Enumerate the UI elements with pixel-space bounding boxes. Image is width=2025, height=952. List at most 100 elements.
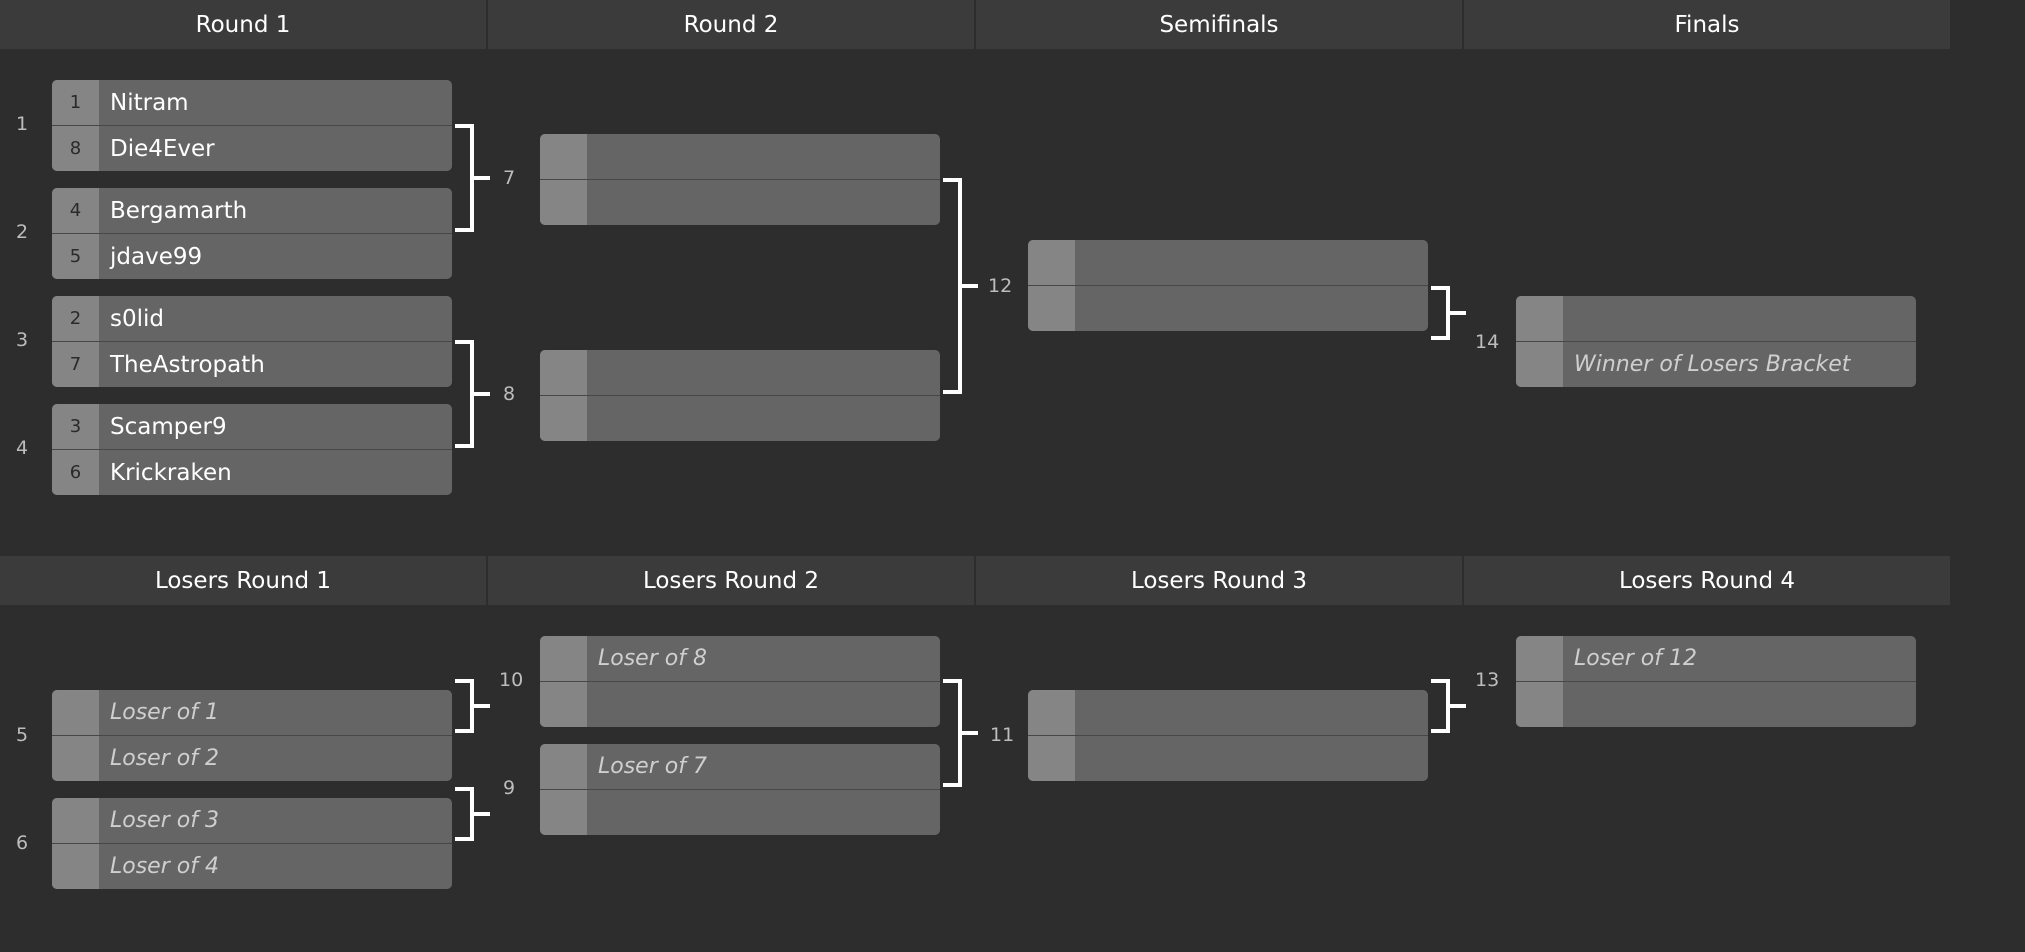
match-number: 12 (988, 275, 1013, 297)
slot-divider (52, 233, 452, 234)
bracket-connector (455, 340, 490, 448)
seed-badge (52, 798, 99, 843)
slot-divider (540, 681, 940, 682)
placeholder-name: Loser of 2 (110, 746, 219, 771)
seed-badge (540, 636, 587, 681)
player-slot[interactable]: 4 Bergamarth (52, 188, 452, 233)
slot-divider (52, 449, 452, 450)
player-slot[interactable]: 8 Die4Ever (52, 126, 452, 171)
seed-badge (540, 180, 587, 225)
player-slot[interactable]: Loser of 2 (52, 736, 452, 781)
player-slot[interactable]: Loser of 8 (540, 636, 940, 681)
player-name: Die4Ever (110, 135, 215, 162)
match-13[interactable]: Loser of 12 (1516, 636, 1916, 727)
player-slot[interactable] (540, 396, 940, 441)
player-name: s0lid (110, 305, 164, 332)
round-header-round-1: Round 1 (0, 0, 486, 49)
slot-divider (52, 735, 452, 736)
slot-divider (52, 341, 452, 342)
match-2[interactable]: 4 Bergamarth 5 jdave99 (52, 188, 452, 279)
bracket-connector (1431, 286, 1466, 340)
match-3[interactable]: 2 s0lid 7 TheAstropath (52, 296, 452, 387)
player-slot[interactable]: 7 TheAstropath (52, 342, 452, 387)
match-1[interactable]: 1 Nitram 8 Die4Ever (52, 80, 452, 171)
placeholder-name: Loser of 4 (110, 854, 219, 879)
placeholder-name: Loser of 7 (598, 754, 707, 779)
match-6[interactable]: Loser of 3 Loser of 4 (52, 798, 452, 889)
seed-badge (1516, 636, 1563, 681)
player-slot[interactable]: 2 s0lid (52, 296, 452, 341)
player-slot[interactable]: Loser of 12 (1516, 636, 1916, 681)
player-slot[interactable] (540, 790, 940, 835)
placeholder-name: Loser of 3 (110, 808, 219, 833)
player-slot[interactable] (1516, 296, 1916, 341)
round-header-semifinals: Semifinals (976, 0, 1462, 49)
seed-badge (1516, 682, 1563, 727)
match-7[interactable] (540, 134, 940, 225)
player-slot[interactable]: Loser of 7 (540, 744, 940, 789)
seed-badge (540, 350, 587, 395)
slot-divider (52, 125, 452, 126)
match-number: 3 (16, 329, 29, 351)
seed-badge (1028, 240, 1075, 285)
match-11[interactable] (1028, 690, 1428, 781)
match-4[interactable]: 3 Scamper9 6 Krickraken (52, 404, 452, 495)
seed-badge (540, 134, 587, 179)
player-slot[interactable]: Loser of 4 (52, 844, 452, 889)
player-slot[interactable] (540, 134, 940, 179)
player-slot[interactable]: 1 Nitram (52, 80, 452, 125)
seed-badge (1028, 690, 1075, 735)
slot-divider (52, 843, 452, 844)
player-name: Bergamarth (110, 197, 248, 224)
round-header-losers-round-1: Losers Round 1 (0, 556, 486, 605)
player-name: Nitram (110, 89, 189, 116)
round-header-losers-round-2: Losers Round 2 (488, 556, 974, 605)
player-slot[interactable] (540, 350, 940, 395)
player-slot[interactable]: 3 Scamper9 (52, 404, 452, 449)
seed-badge (1516, 342, 1563, 387)
round-header-finals: Finals (1464, 0, 1950, 49)
seed-badge: 5 (52, 234, 99, 279)
player-slot[interactable]: Winner of Losers Bracket (1516, 342, 1916, 387)
seed-badge (52, 690, 99, 735)
seed-badge (540, 682, 587, 727)
losers-bracket-header: Losers Round 1 Losers Round 2 Losers Rou… (0, 556, 1950, 605)
player-name: Krickraken (110, 459, 232, 486)
player-slot[interactable] (540, 682, 940, 727)
match-5[interactable]: Loser of 1 Loser of 2 (52, 690, 452, 781)
player-slot[interactable] (1028, 736, 1428, 781)
seed-badge: 8 (52, 126, 99, 171)
player-slot[interactable]: 6 Krickraken (52, 450, 452, 495)
match-number: 6 (16, 832, 29, 854)
match-9[interactable]: Loser of 7 (540, 744, 940, 835)
slot-divider (1028, 735, 1428, 736)
match-8[interactable] (540, 350, 940, 441)
slot-divider (540, 179, 940, 180)
player-slot[interactable] (1028, 240, 1428, 285)
match-number: 13 (1475, 669, 1500, 691)
match-number: 11 (990, 724, 1015, 746)
player-name: jdave99 (110, 243, 203, 270)
bracket-connector (943, 679, 978, 787)
player-slot[interactable] (1516, 682, 1916, 727)
seed-badge: 7 (52, 342, 99, 387)
player-slot[interactable] (1028, 690, 1428, 735)
match-12[interactable] (1028, 240, 1428, 331)
player-name: Scamper9 (110, 413, 227, 440)
player-slot[interactable]: 5 jdave99 (52, 234, 452, 279)
placeholder-name: Winner of Losers Bracket (1574, 352, 1851, 377)
seed-badge (540, 396, 587, 441)
player-slot[interactable] (1028, 286, 1428, 331)
match-14[interactable]: Winner of Losers Bracket (1516, 296, 1916, 387)
bracket-connector (455, 124, 490, 232)
placeholder-name: Loser of 12 (1574, 646, 1697, 671)
seed-badge (1028, 736, 1075, 781)
seed-badge: 2 (52, 296, 99, 341)
bracket-connector (455, 679, 490, 733)
player-slot[interactable] (540, 180, 940, 225)
player-slot[interactable]: Loser of 3 (52, 798, 452, 843)
match-number: 10 (499, 669, 524, 691)
match-number: 5 (16, 724, 29, 746)
player-slot[interactable]: Loser of 1 (52, 690, 452, 735)
match-10[interactable]: Loser of 8 (540, 636, 940, 727)
